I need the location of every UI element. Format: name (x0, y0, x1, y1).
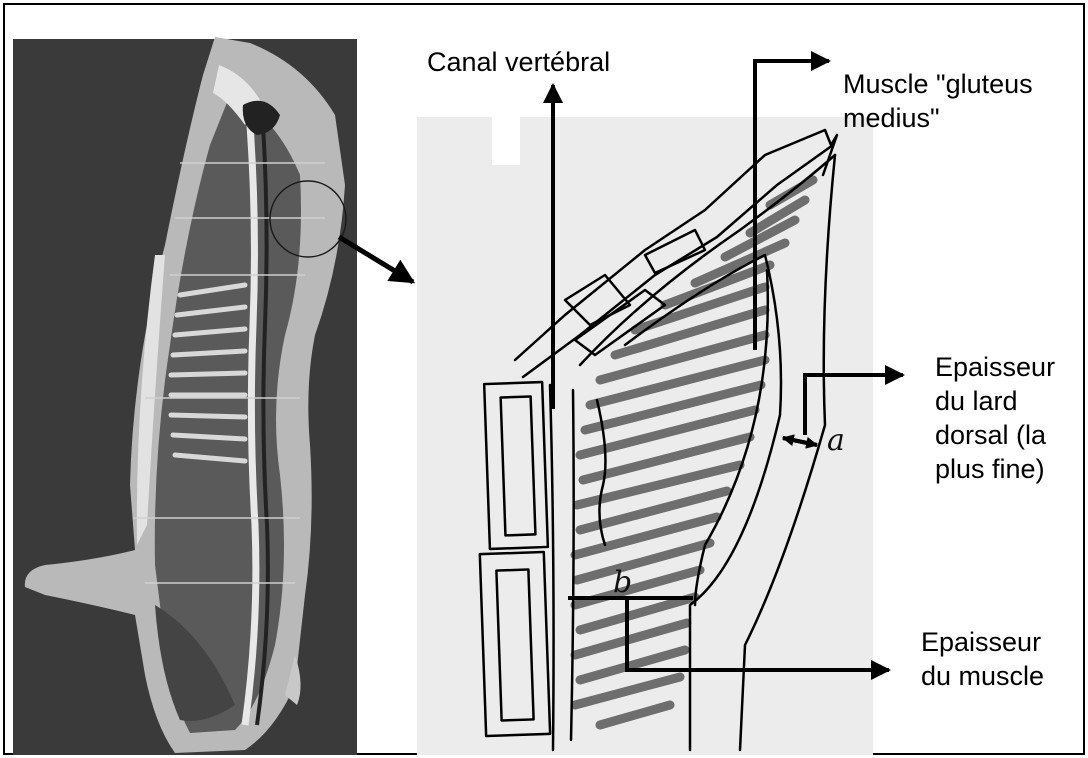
sketch-mark-a: a (827, 423, 845, 458)
label-vertebral-canal: Canal vertébral (427, 45, 610, 79)
figure-frame: Canal vertébral Muscle "gluteus medius" … (3, 3, 1085, 755)
label-gluteus-medius: Muscle "gluteus medius" (843, 67, 1033, 135)
label-backfat-thickness: Epaisseur du lard dorsal (la plus fine) (935, 350, 1055, 486)
sketch-mark-b: b (613, 565, 632, 600)
label-muscle-thickness: Epaisseur du muscle (921, 625, 1044, 693)
carcass-photo (13, 37, 357, 755)
hatched-muscle-sketch (417, 117, 873, 755)
